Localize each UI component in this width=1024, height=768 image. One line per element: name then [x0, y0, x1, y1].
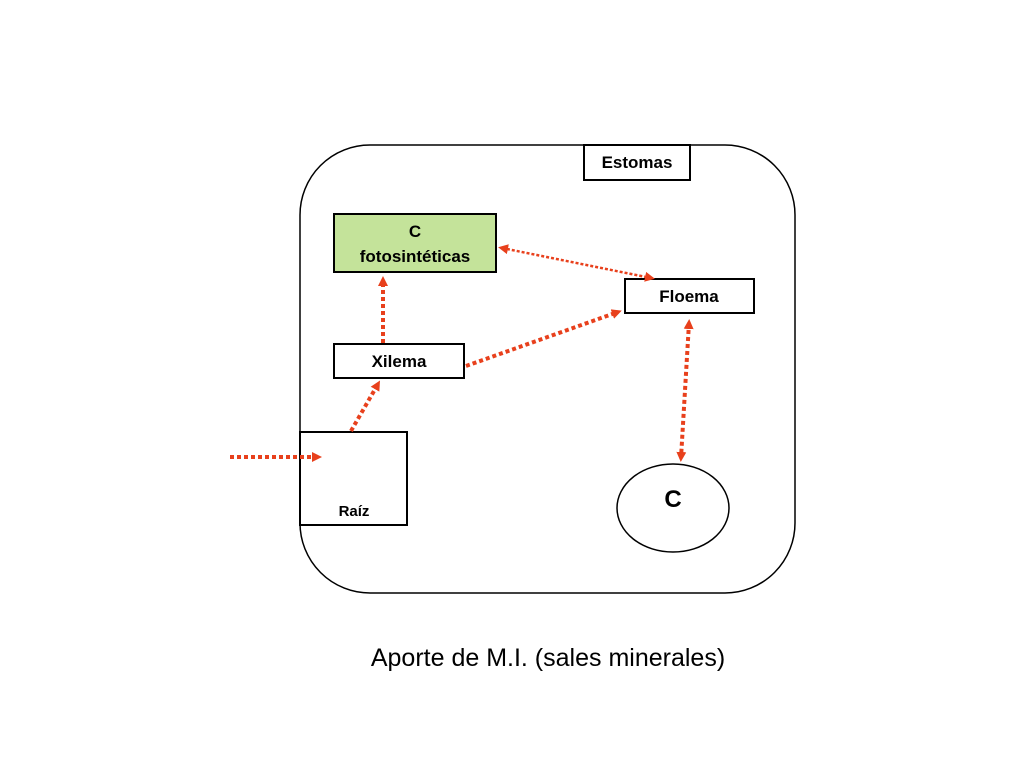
xilema-box — [333, 343, 465, 379]
c-fotosinteticas-node: C fotosintéticas — [333, 213, 497, 273]
estomas-node: Estomas — [583, 144, 691, 181]
c-sink-label: C — [664, 486, 681, 513]
c-fotosinteticas-label-line2: fotosintéticas — [360, 247, 471, 266]
c-sink-node: C — [616, 463, 730, 553]
caption: Aporte de M.I. (sales minerales) — [371, 644, 725, 672]
arrow-xilema-to-floema — [465, 309, 622, 368]
arrow-raiz-to-xilema — [349, 380, 380, 432]
c-sink-ellipse — [616, 463, 730, 553]
floema-node: Floema — [624, 278, 755, 314]
xilema-node: Xilema — [333, 343, 465, 379]
raiz-box — [299, 431, 408, 526]
arrow-floema-c-sink — [676, 319, 694, 462]
estomas-box — [583, 144, 691, 181]
c-fotosinteticas-box — [333, 213, 497, 273]
c-fotosinteticas-label-line1: C — [409, 222, 421, 241]
raiz-label: Raíz — [339, 503, 370, 520]
raiz-node: Raíz — [299, 431, 408, 526]
xilema-label: Xilema — [372, 352, 427, 371]
arrow-c-fotosinteticas-floema — [498, 244, 655, 282]
floema-box — [624, 278, 755, 314]
floema-label: Floema — [659, 287, 719, 306]
estomas-label: Estomas — [602, 153, 673, 172]
